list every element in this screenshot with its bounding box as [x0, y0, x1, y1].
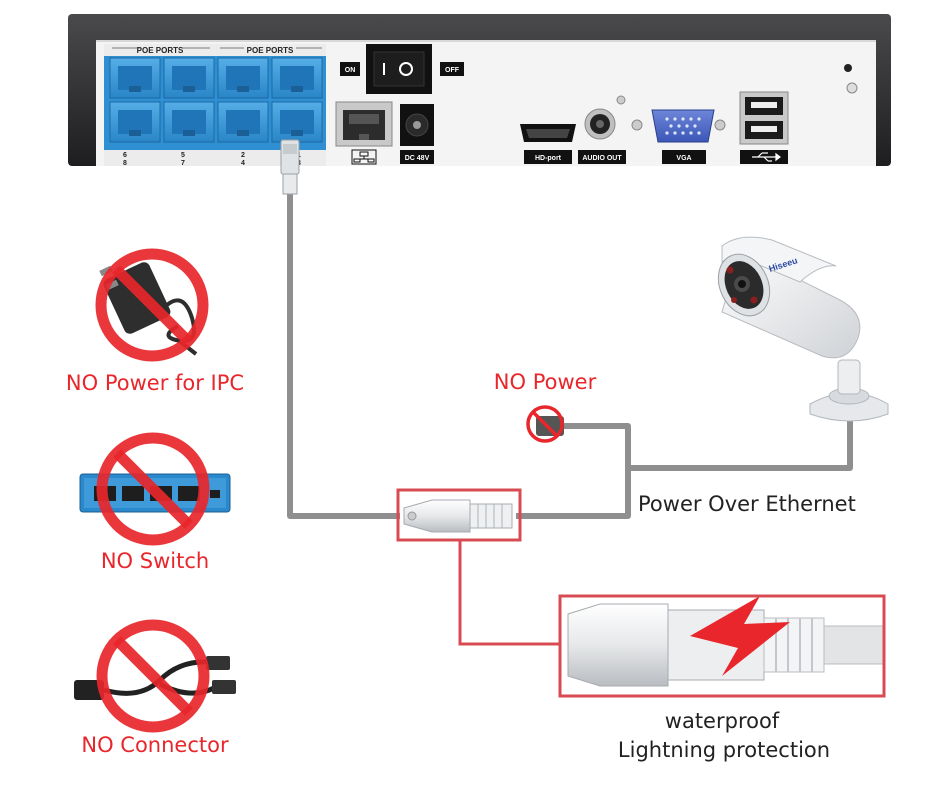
ip-camera: Hiseeu [717, 236, 889, 422]
ground-screw [846, 82, 858, 94]
no-connector-label: NO Connector [81, 733, 229, 757]
poe-ports-label-left: POE PORTS [137, 46, 184, 55]
callout-line [458, 540, 560, 646]
poe-ports-label-right: POE PORTS [247, 46, 294, 55]
power-switch[interactable] [366, 44, 432, 94]
no-switch-label: NO Switch [101, 549, 209, 573]
usb-ports[interactable] [739, 91, 789, 145]
waterproof-label: waterproof [665, 709, 780, 733]
lan-port[interactable] [335, 101, 393, 147]
switch-off-label: OFF [445, 67, 460, 74]
dc-power-jack[interactable] [400, 104, 434, 146]
prohibited-icon [95, 248, 209, 362]
hdmi-label: HD-port [535, 155, 562, 162]
ground-screw [844, 64, 852, 72]
poe-port-block: POE PORTS POE PORTS 65218743 [104, 44, 326, 167]
audio-out-label: AUDIO OUT [582, 155, 622, 162]
lightning-bolt-icon [690, 596, 790, 676]
prohibited-icon [526, 405, 564, 443]
zoom-highlight-box [558, 594, 886, 698]
screw [631, 119, 643, 131]
hdmi-port[interactable] [520, 124, 576, 142]
poe-port[interactable] [217, 101, 269, 143]
screw [714, 119, 726, 131]
vga-label: VGA [676, 155, 691, 162]
poe-label: Power Over Ethernet [638, 492, 856, 516]
vga-port[interactable] [651, 109, 715, 143]
prohibited-icon [96, 432, 210, 546]
poe-port[interactable] [109, 101, 161, 143]
ethernet-cables [287, 190, 853, 519]
dc-label: DC 48V [405, 155, 430, 162]
port-number: 8 [123, 160, 127, 167]
port-number: 4 [241, 160, 245, 167]
connector-small [403, 499, 513, 533]
poe-port[interactable] [163, 57, 215, 99]
lightning-protection-label: Lightning protection [618, 738, 830, 762]
cable-dc-stub [560, 423, 631, 470]
port-number: 7 [181, 160, 185, 167]
no-power-ipc-label: NO Power for IPC [66, 371, 244, 395]
poe-port[interactable] [271, 57, 323, 99]
audio-out-port[interactable] [584, 108, 616, 140]
poe-port[interactable] [163, 101, 215, 143]
switch-on-label: ON [345, 67, 356, 74]
no-power-label: NO Power [494, 370, 597, 394]
usb-icon [752, 152, 781, 162]
network-icon [351, 149, 377, 165]
port-number: 5 [181, 152, 185, 159]
poe-port[interactable] [217, 57, 269, 99]
poe-port[interactable] [271, 101, 323, 143]
poe-port[interactable] [109, 57, 161, 99]
port-number: 6 [123, 152, 127, 159]
screw [616, 95, 626, 105]
rj45-plug [280, 139, 300, 195]
cable-nvr-to-connector [287, 190, 400, 519]
prohibited-icon [96, 619, 210, 733]
port-number: 2 [241, 152, 245, 159]
nvr-device: POE PORTS POE PORTS 65218743 ON OFF [68, 14, 891, 167]
